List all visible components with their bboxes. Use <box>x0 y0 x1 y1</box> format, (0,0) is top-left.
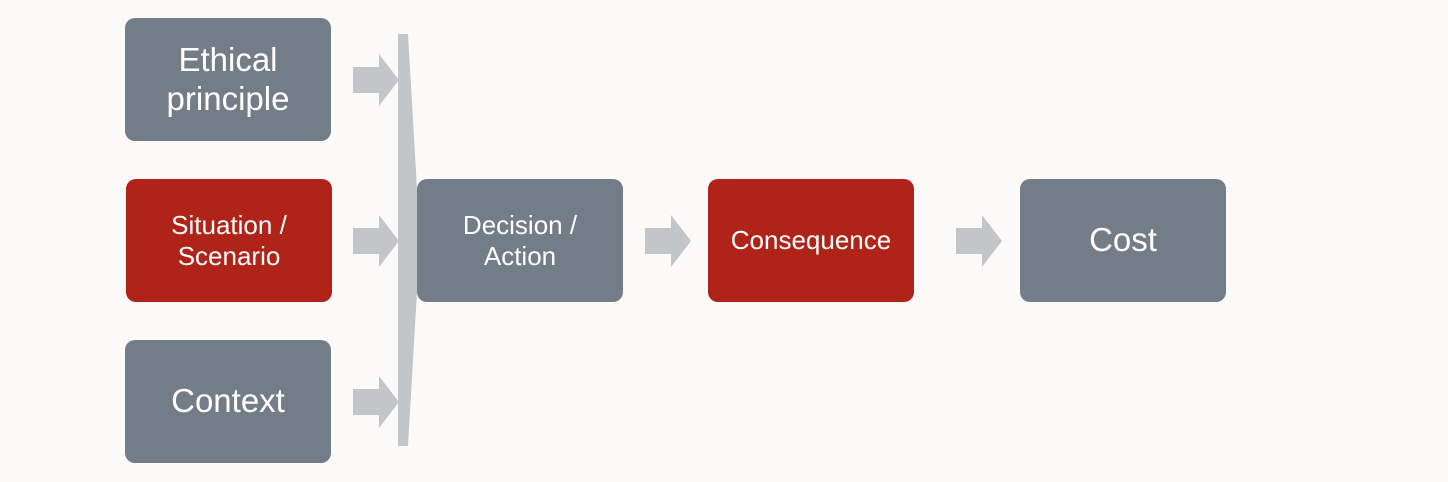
arrow-right-icon <box>645 215 691 267</box>
context-box: Context <box>125 340 331 463</box>
ethical-principle-box: Ethical principle <box>125 18 331 141</box>
situation-scenario-label: Situation / Scenario <box>171 210 287 271</box>
cost-box: Cost <box>1020 179 1226 302</box>
arrow-right-icon <box>353 215 399 267</box>
decision-action-label: Decision / Action <box>462 210 578 271</box>
context-label: Context <box>171 382 285 420</box>
ethical-principle-label: Ethical principle <box>166 40 290 117</box>
converging-bracket-icon <box>398 34 420 446</box>
decision-action-box: Decision / Action <box>417 179 623 302</box>
arrow-right-icon <box>956 215 1002 267</box>
arrow-right-icon <box>353 54 399 106</box>
situation-scenario-box: Situation / Scenario <box>126 179 332 302</box>
cost-label: Cost <box>1089 221 1157 259</box>
consequence-box: Consequence <box>708 179 914 302</box>
consequence-label: Consequence <box>730 225 892 256</box>
arrow-right-icon <box>353 376 399 428</box>
